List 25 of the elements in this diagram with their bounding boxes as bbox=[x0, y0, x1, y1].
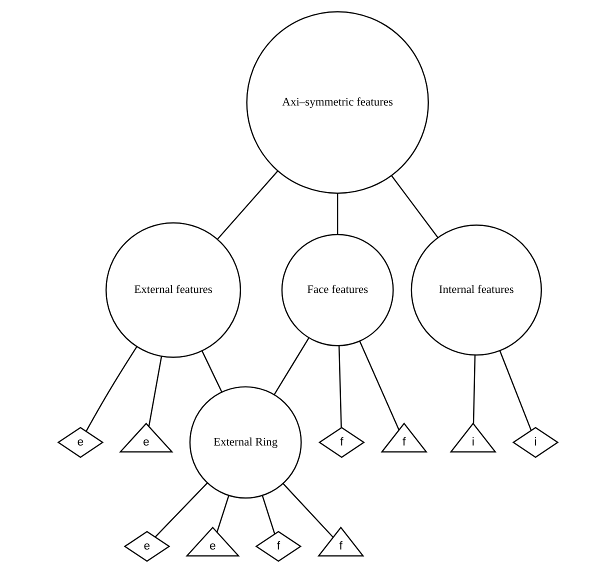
connector bbox=[390, 175, 438, 238]
connector bbox=[358, 340, 400, 430]
node-circle: Face features bbox=[280, 234, 394, 346]
connector bbox=[336, 193, 338, 234]
connector bbox=[201, 350, 222, 392]
connector bbox=[273, 337, 309, 396]
node-diamond: e bbox=[123, 530, 170, 562]
connector bbox=[216, 495, 229, 532]
connector bbox=[282, 483, 333, 538]
node-diamond: f bbox=[254, 530, 302, 562]
connector bbox=[472, 355, 476, 424]
connector bbox=[338, 346, 342, 428]
node-circle: Internal features bbox=[410, 224, 542, 356]
connector bbox=[148, 356, 162, 426]
node-diamond: e bbox=[56, 426, 104, 458]
connector bbox=[154, 482, 208, 538]
connector bbox=[498, 350, 532, 431]
node-diamond: i bbox=[512, 426, 558, 458]
connector bbox=[261, 495, 275, 534]
node-circle: External features bbox=[104, 222, 241, 358]
connector bbox=[85, 346, 137, 432]
node-circle: External Ring bbox=[188, 386, 302, 499]
node-circle: Axi–symmetric features bbox=[246, 11, 428, 194]
node-diamond: f bbox=[318, 426, 364, 458]
connector bbox=[216, 170, 278, 240]
